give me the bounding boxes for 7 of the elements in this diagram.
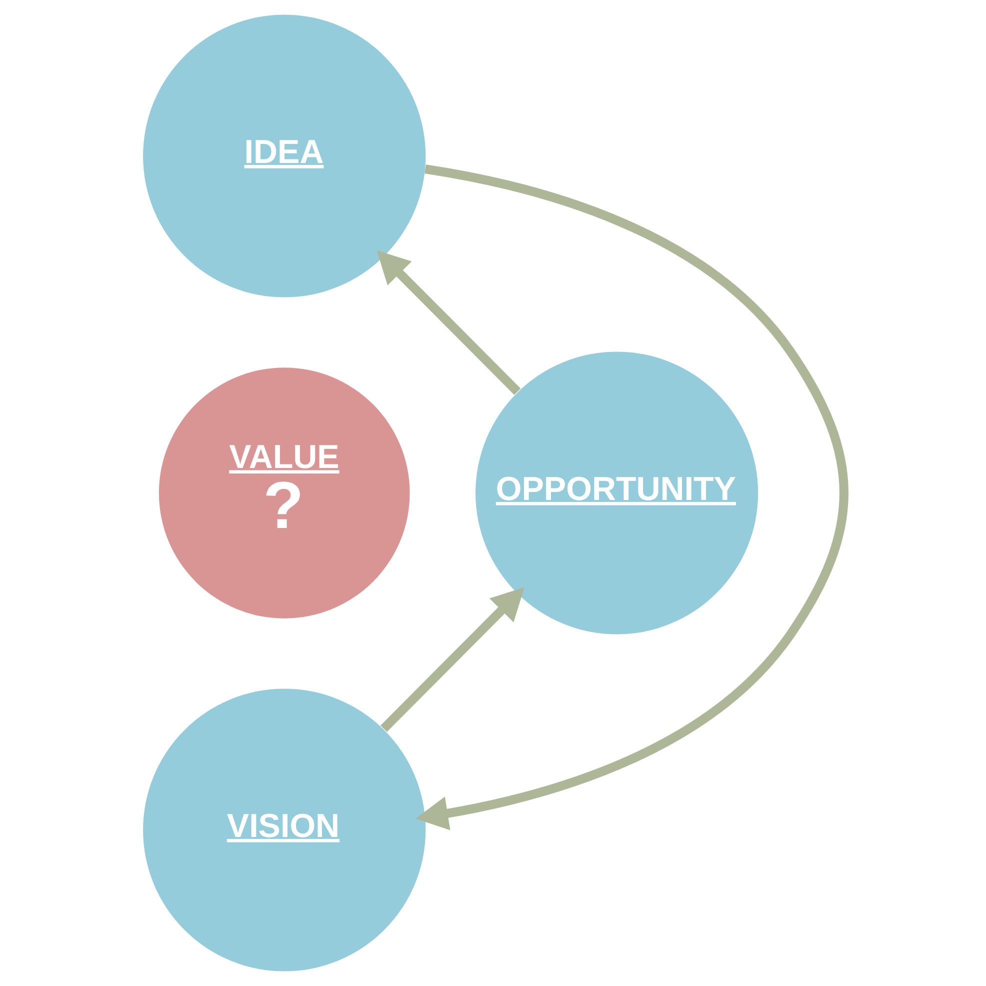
node-circle: VISION bbox=[142, 688, 426, 972]
arrow bbox=[376, 250, 520, 395]
node-circle: IDEA bbox=[142, 14, 426, 298]
node-circle: OPPORTUNITY bbox=[475, 352, 758, 634]
arrow bbox=[380, 587, 524, 732]
node-circle: VALUE ? bbox=[158, 368, 410, 618]
arrow bbox=[415, 164, 848, 830]
